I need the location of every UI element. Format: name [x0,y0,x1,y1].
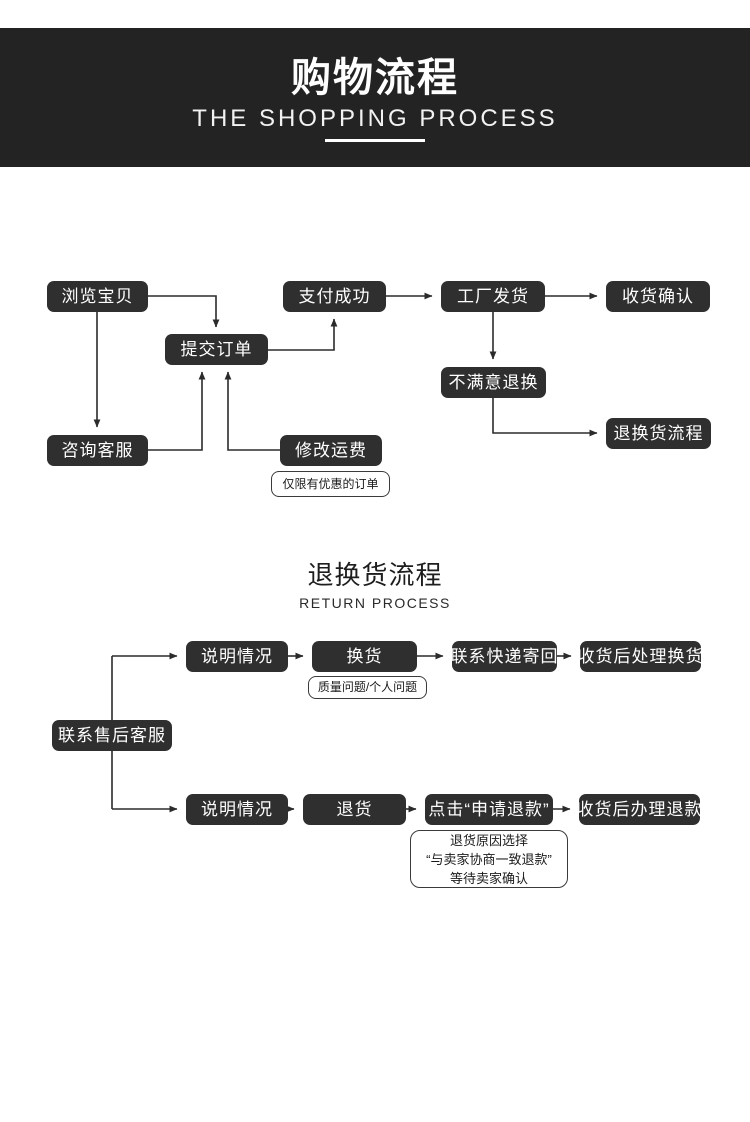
flow-node-explain-situation-exchange[interactable]: 说明情况 [186,641,288,672]
flow-note-quality-or-personal-issue: 质量问题/个人问题 [308,676,427,699]
refund-note-line-2: “与卖家协商一致退款” [426,851,552,867]
page-header-banner: 购物流程 THE SHOPPING PROCESS [0,28,750,167]
flow-node-confirm[interactable]: 收货确认 [606,281,710,312]
flow-node-apply-refund[interactable]: 点击“申请退款” [425,794,553,825]
flow-node-ship[interactable]: 工厂发货 [441,281,545,312]
return-section-heading: 退换货流程 RETURN PROCESS [0,558,750,613]
flow-node-return-process[interactable]: 退换货流程 [606,418,711,449]
flow-node-customer-service[interactable]: 咨询客服 [47,435,148,466]
page-title: 购物流程 [291,56,459,100]
flow-note-coupon-only: 仅限有优惠的订单 [271,471,390,497]
flow-node-exchange[interactable]: 换货 [312,641,417,672]
flow-node-return-goods[interactable]: 退货 [303,794,406,825]
flow-node-explain-situation-return[interactable]: 说明情况 [186,794,288,825]
flow-node-contact-aftersales[interactable]: 联系售后客服 [52,720,172,751]
flow-node-unsatisfied-return[interactable]: 不满意退换 [441,367,546,398]
header-divider-rule [325,139,425,142]
return-section-title-en: RETURN PROCESS [299,595,451,611]
flow-node-contact-courier[interactable]: 联系快递寄回 [451,641,558,672]
flow-note-refund-reason: 退货原因选择 “与卖家协商一致退款” 等待卖家确认 [410,830,568,888]
refund-note-line-3: 等待卖家确认 [449,870,528,886]
flow-node-process-refund[interactable]: 收货后办理退款 [577,794,702,825]
flow-node-submit[interactable]: 提交订单 [165,334,268,365]
flow-node-paid[interactable]: 支付成功 [283,281,386,312]
flow-node-process-exchange[interactable]: 收货后处理换货 [578,641,703,672]
page-subtitle: THE SHOPPING PROCESS [192,105,558,132]
refund-note-line-1: 退货原因选择 [449,832,528,848]
flow-node-browse[interactable]: 浏览宝贝 [47,281,148,312]
return-section-title-cn: 退换货流程 [307,560,443,590]
flow-node-modify-freight[interactable]: 修改运费 [280,435,382,466]
